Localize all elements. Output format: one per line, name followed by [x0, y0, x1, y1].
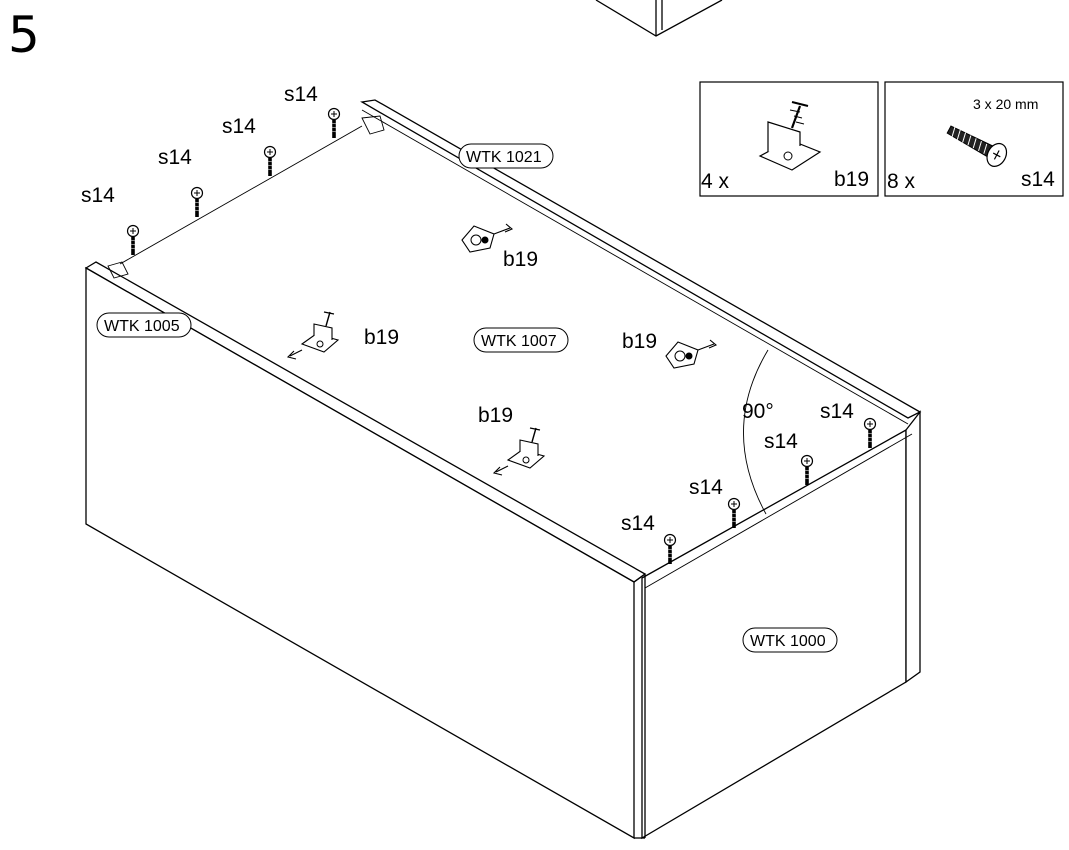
screw-label: s14 [284, 83, 318, 106]
tag-wtk-1005: WTK 1005 [96, 312, 192, 338]
connector-label: b19 [622, 330, 657, 353]
angle-label: 90° [742, 400, 774, 423]
hardware-box-b19: 4 x b19 [699, 81, 879, 197]
screw-label: s14 [764, 430, 798, 453]
cam-connector-icon [493, 427, 545, 476]
cam-connector-icon [758, 101, 822, 171]
step-number: 5 [8, 6, 40, 64]
b19-code: b19 [834, 168, 869, 191]
angle-arc [743, 349, 769, 515]
svg-text:WTK 1007: WTK 1007 [481, 333, 557, 350]
screw-icon [263, 145, 277, 177]
screw-icon [327, 107, 341, 139]
svg-text:WTK 1021: WTK 1021 [466, 149, 542, 166]
screw-icon [946, 125, 1008, 167]
tag-wtk-1000: WTK 1000 [742, 627, 838, 653]
screw-label: s14 [158, 146, 192, 169]
cabinet-body [84, 99, 922, 840]
screw-label: s14 [222, 115, 256, 138]
screw-icon [800, 454, 814, 486]
upper-cabinet-edge [595, 0, 723, 37]
connector-label: b19 [478, 404, 513, 427]
tag-wtk-1021: WTK 1021 [458, 143, 554, 169]
cam-connector-icon [287, 311, 339, 360]
screw-icon [863, 417, 877, 449]
connector-arrow-icon [665, 339, 717, 369]
b19-quantity: 4 x [701, 170, 730, 193]
tag-wtk-1007: WTK 1007 [473, 327, 569, 353]
screw-icon [190, 186, 204, 218]
connector-label: b19 [503, 248, 538, 271]
connector-label: b19 [364, 326, 399, 349]
screw-icon [126, 224, 140, 256]
screw-label: s14 [621, 512, 655, 535]
s14-code: s14 [1021, 168, 1055, 191]
screw-label: s14 [689, 476, 723, 499]
s14-quantity: 8 x [887, 170, 916, 193]
screw-label: s14 [81, 184, 115, 207]
hardware-box-s14: 3 x 20 mm 8 x s14 [884, 81, 1064, 197]
svg-text:WTK 1000: WTK 1000 [750, 633, 826, 650]
s14-size: 3 x 20 mm [973, 96, 1038, 112]
panel-wtk-1005 [85, 266, 635, 840]
svg-text:WTK 1005: WTK 1005 [104, 318, 180, 335]
screw-label: s14 [820, 400, 854, 423]
